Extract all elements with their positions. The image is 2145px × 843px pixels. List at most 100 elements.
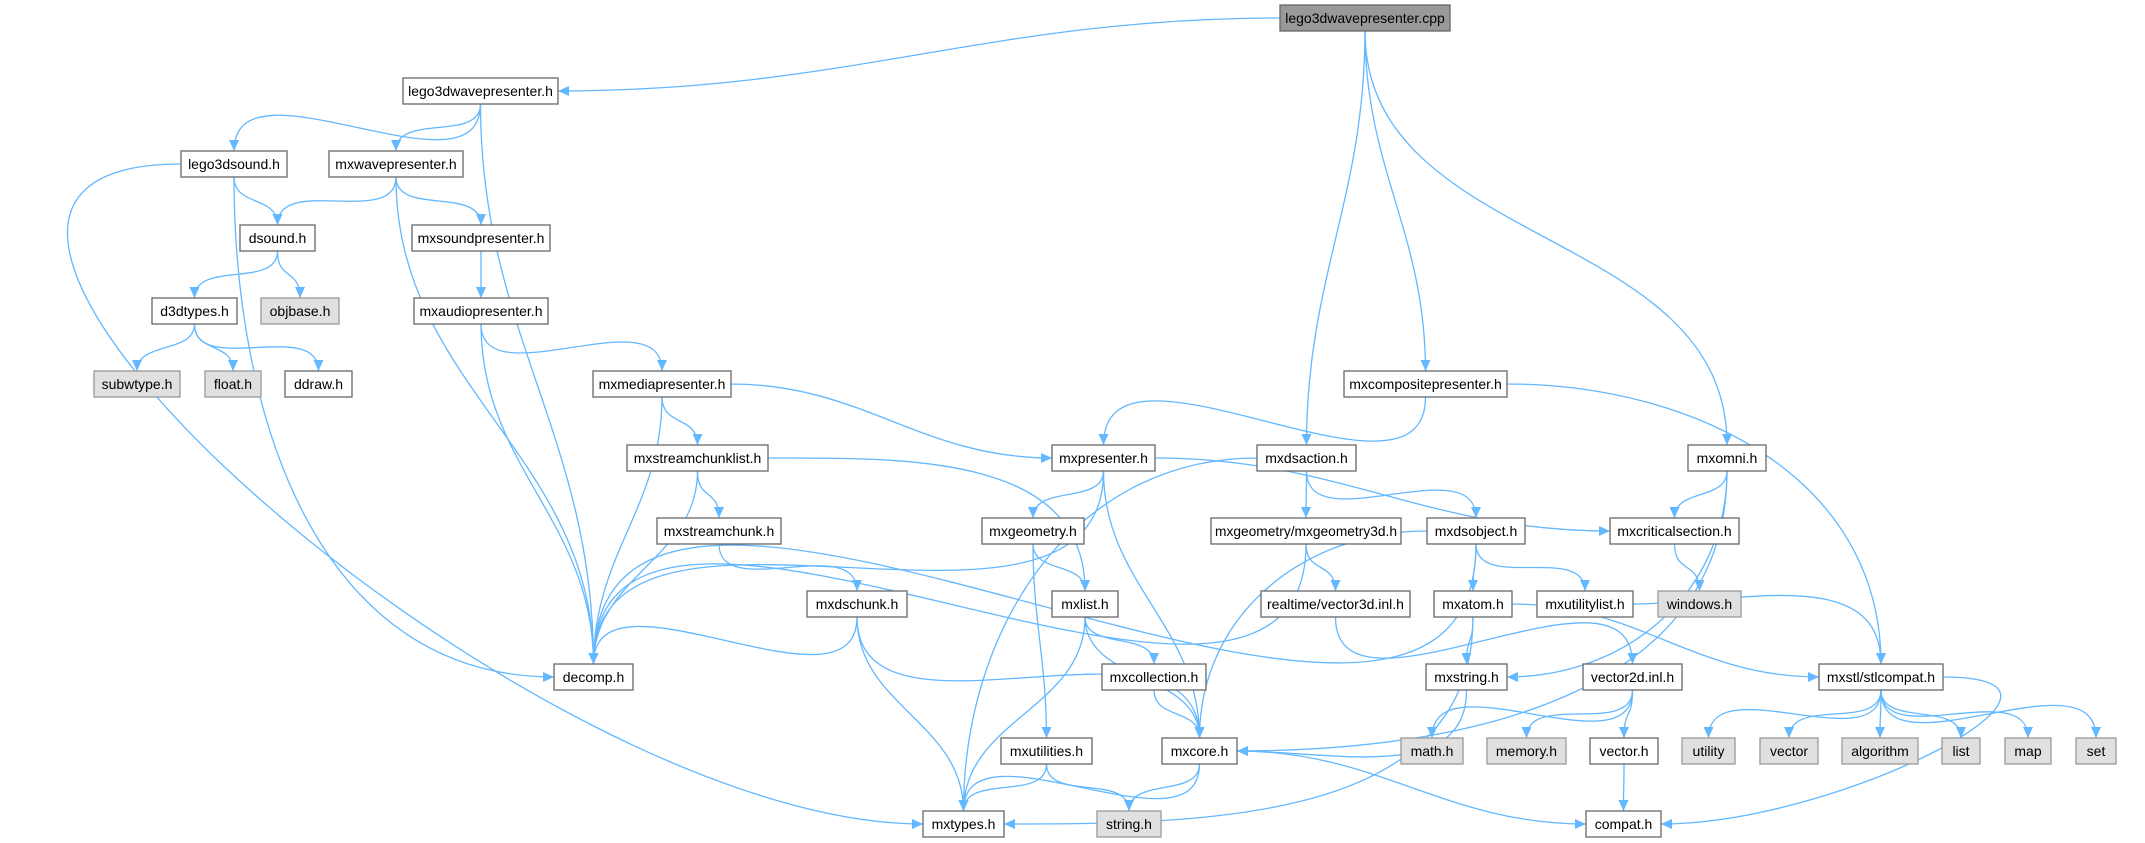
node-label: set xyxy=(2087,743,2106,759)
node-mxdsobject-h[interactable]: mxdsobject.h xyxy=(1426,517,1526,545)
node-mxgeometry-mxgeometry3d-h[interactable]: mxgeometry/mxgeometry3d.h xyxy=(1210,517,1402,545)
node-label: map xyxy=(2014,743,2041,759)
node-d3dtypes-h[interactable]: d3dtypes.h xyxy=(151,297,238,325)
node-mxutilitylist-h[interactable]: mxutilitylist.h xyxy=(1536,590,1634,618)
node-label: mxstreamchunk.h xyxy=(664,523,774,539)
node-vector2d-inl-h[interactable]: vector2d.inl.h xyxy=(1582,663,1683,691)
edge-mxgeom-to-mxutil xyxy=(1032,543,1052,739)
node-label: float.h xyxy=(214,376,252,392)
node-label: mxstl/stlcompat.h xyxy=(1827,669,1935,685)
node-ddraw-h[interactable]: ddraw.h xyxy=(284,370,353,398)
node-mxdschunk-h[interactable]: mxdschunk.h xyxy=(806,590,908,618)
node-box xyxy=(1260,590,1411,618)
node-box xyxy=(1759,737,1819,765)
edge-mxcoll-to-mxcore xyxy=(1153,689,1205,739)
node-box xyxy=(411,224,551,252)
node-vector-h[interactable]: vector.h xyxy=(1589,737,1659,765)
node-label: algorithm xyxy=(1851,743,1909,759)
node-mxcollection-h[interactable]: mxcollection.h xyxy=(1101,663,1207,691)
node-label: mxutilities.h xyxy=(1010,743,1083,759)
node-mxpresenter-h[interactable]: mxpresenter.h xyxy=(1051,444,1156,472)
node-mxgeometry-h[interactable]: mxgeometry.h xyxy=(981,517,1085,545)
node-label: mxcriticalsection.h xyxy=(1617,523,1731,539)
node-memory-h: memory.h xyxy=(1486,737,1567,765)
node-decomp-h[interactable]: decomp.h xyxy=(553,663,634,691)
node-mxsoundpresenter-h[interactable]: mxsoundpresenter.h xyxy=(411,224,551,252)
edge-dsound-to-d3d xyxy=(189,250,279,299)
node-objbase-h: objbase.h xyxy=(260,297,340,325)
node-mxstl-stlcompat-h[interactable]: mxstl/stlcompat.h xyxy=(1818,663,1944,691)
node-mxaudiopresenter-h[interactable]: mxaudiopresenter.h xyxy=(413,297,549,325)
edge-mxlist-to-mxtypes xyxy=(958,616,1086,812)
node-box xyxy=(1841,737,1919,765)
edge-mxdsaction-to-mxdsobject xyxy=(1305,470,1481,519)
node-realtime-vector3d-inl-h[interactable]: realtime/vector3d.inl.h xyxy=(1260,590,1411,618)
node-box xyxy=(1941,737,1981,765)
node-box xyxy=(1051,590,1119,618)
node-mxdsaction-h[interactable]: mxdsaction.h xyxy=(1256,444,1357,472)
node-mxatom-h[interactable]: mxatom.h xyxy=(1433,590,1513,618)
edge-vectorh-to-compat xyxy=(1618,763,1629,812)
node-mxutilities-h[interactable]: mxutilities.h xyxy=(1000,737,1093,765)
node-box xyxy=(1101,663,1207,691)
node-box xyxy=(626,444,769,472)
node-box xyxy=(239,224,316,252)
node-mxcore-h[interactable]: mxcore.h xyxy=(1161,737,1238,765)
edge-l3ds-to-decomp xyxy=(233,176,555,682)
edge-mxcore-to-compat xyxy=(1236,750,1587,829)
edge-mxap-to-mxmp xyxy=(480,323,667,372)
node-set: set xyxy=(2075,737,2117,765)
node-mxlist-h[interactable]: mxlist.h xyxy=(1051,590,1119,618)
node-label: lego3dwavepresenter.cpp xyxy=(1285,10,1445,26)
node-lego3dwavepresenter-cpp[interactable]: lego3dwavepresenter.cpp xyxy=(1279,4,1451,32)
node-mxcompositepresenter-h[interactable]: mxcompositepresenter.h xyxy=(1343,370,1508,398)
edge-mxdsobject-to-mxatom xyxy=(1468,543,1479,592)
node-label: mxdsaction.h xyxy=(1265,450,1347,466)
node-lego3dsound-h[interactable]: lego3dsound.h xyxy=(180,150,288,178)
node-box xyxy=(1657,590,1742,618)
node-box xyxy=(402,77,559,105)
edge-cpp-to-l3wp xyxy=(557,17,1281,96)
node-math-h: math.h xyxy=(1400,737,1464,765)
edge-mxsc-to-mxdschunk xyxy=(718,543,862,592)
edge-mxpres-to-mxcore xyxy=(1102,470,1205,739)
edge-stlcompat-to-map xyxy=(1880,689,2033,739)
edge-mxscl-to-mxsc xyxy=(696,470,724,519)
node-box xyxy=(1161,737,1238,765)
node-label: realtime/vector3d.inl.h xyxy=(1267,596,1404,612)
node-label: decomp.h xyxy=(563,669,624,685)
nodes-layer: lego3dwavepresenter.cpp lego3dwavepresent… xyxy=(93,4,2117,838)
edge-cpp-to-mxcp xyxy=(1364,30,1431,372)
edge-mxwp-to-dsound xyxy=(272,176,397,226)
node-dsound-h[interactable]: dsound.h xyxy=(239,224,316,252)
node-box xyxy=(1609,517,1740,545)
node-label: memory.h xyxy=(1496,743,1557,759)
node-mxtypes-h[interactable]: mxtypes.h xyxy=(922,810,1005,838)
node-algorithm: algorithm xyxy=(1841,737,1919,765)
edge-vec2d-to-vectorh xyxy=(1619,689,1634,739)
edge-cpp-to-mxdsaction xyxy=(1301,30,1366,446)
node-mxstreamchunklist-h[interactable]: mxstreamchunklist.h xyxy=(626,444,769,472)
node-mxwavepresenter-h[interactable]: mxwavepresenter.h xyxy=(328,150,464,178)
node-box xyxy=(806,590,908,618)
edge-mxcore-to-mxtypes xyxy=(958,763,1201,812)
node-mxcriticalsection-h[interactable]: mxcriticalsection.h xyxy=(1609,517,1740,545)
node-box xyxy=(1343,370,1508,398)
node-label: mxwavepresenter.h xyxy=(335,156,456,172)
node-list: list xyxy=(1941,737,1981,765)
node-label: mxstreamchunklist.h xyxy=(634,450,762,466)
edge-stlcompat-to-list xyxy=(1880,689,1966,739)
node-mxomni-h[interactable]: mxomni.h xyxy=(1687,444,1767,472)
edge-mxcore-to-string xyxy=(1124,763,1201,812)
node-compat-h[interactable]: compat.h xyxy=(1585,810,1662,838)
node-box xyxy=(1425,663,1508,691)
node-label: mxomni.h xyxy=(1697,450,1758,466)
edge-vec3d-to-vec2d xyxy=(1334,616,1638,665)
node-label: mxdsobject.h xyxy=(1435,523,1517,539)
node-mxstring-h[interactable]: mxstring.h xyxy=(1425,663,1508,691)
node-lego3dwavepresenter-h[interactable]: lego3dwavepresenter.h xyxy=(402,77,559,105)
node-mxmediapresenter-h[interactable]: mxmediapresenter.h xyxy=(592,370,732,398)
node-label: mxcollection.h xyxy=(1110,669,1199,685)
edge-l3wp-to-mxwp xyxy=(391,103,482,152)
node-mxstreamchunk-h[interactable]: mxstreamchunk.h xyxy=(656,517,782,545)
